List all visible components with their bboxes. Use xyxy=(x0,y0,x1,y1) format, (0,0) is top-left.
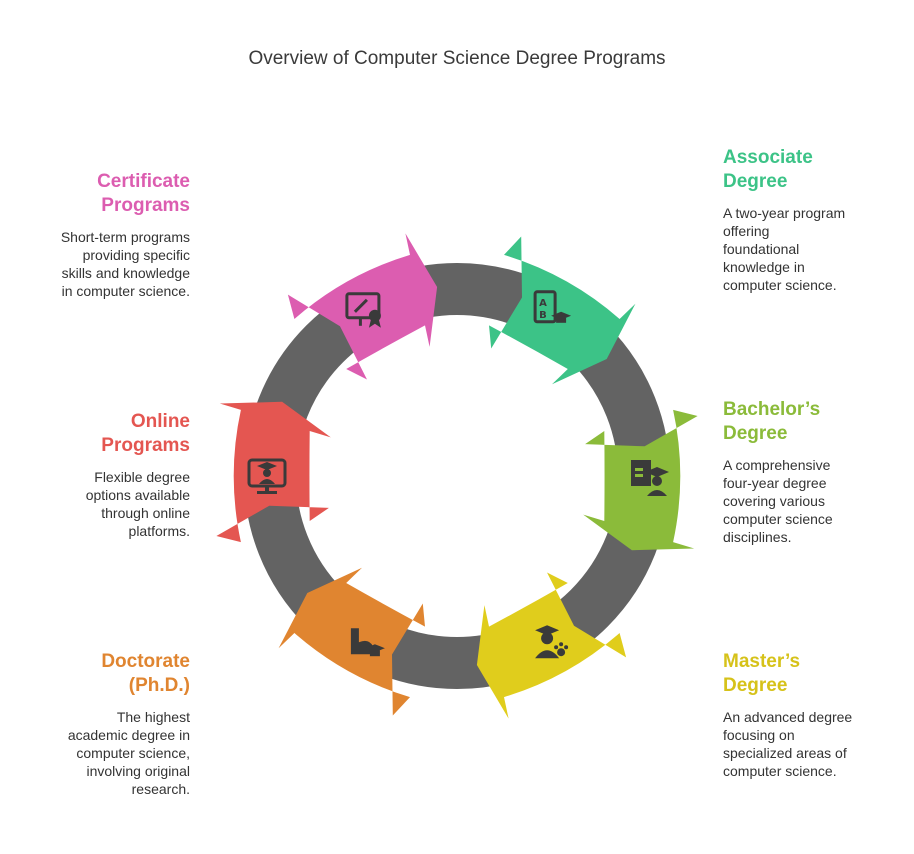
card-associate-title: Associate Degree xyxy=(723,146,873,194)
online-learning-icon xyxy=(247,458,287,494)
desc-line: knowledge in xyxy=(723,259,805,275)
card-associate-title-line2: Degree xyxy=(723,171,788,192)
card-certificate-description: Short-term programs providing specific s… xyxy=(40,228,190,300)
card-certificate-title: Certificate Programs xyxy=(40,170,190,218)
card-associate: Associate Degree A two-year program offe… xyxy=(723,146,873,294)
card-online: Online Programs Flexible degree options … xyxy=(40,410,190,540)
card-certificate-title-line1: Certificate xyxy=(97,171,190,192)
card-doctorate-title-line1: Doctorate xyxy=(101,651,190,672)
desc-line: disciplines. xyxy=(723,529,792,545)
card-certificate: Certificate Programs Short-term programs… xyxy=(40,170,190,300)
strong-arm-graduation-icon xyxy=(350,628,385,657)
page-title: Overview of Computer Science Degree Prog… xyxy=(248,48,666,69)
card-bachelor: Bachelor’s Degree A comprehensive four-y… xyxy=(723,398,873,546)
desc-line: covering various xyxy=(723,493,825,509)
card-master-title-line1: Master’s xyxy=(723,651,801,672)
card-master-description: An advanced degree focusing on specializ… xyxy=(723,708,873,780)
desc-line: A two-year program xyxy=(723,205,846,221)
card-bachelor-title-line2: Degree xyxy=(723,423,788,444)
desc-line: skills and knowledge xyxy=(61,265,190,281)
card-doctorate-title: Doctorate (Ph.D.) xyxy=(40,650,190,698)
desc-line: computer science xyxy=(723,511,833,527)
card-associate-title-line1: Associate xyxy=(723,147,813,168)
desc-line: platforms. xyxy=(128,523,190,539)
desc-line: computer science. xyxy=(723,763,837,779)
desc-line: four-year degree xyxy=(723,475,827,491)
ab-certificate-graduation-icon: A B xyxy=(533,290,572,324)
segment-online xyxy=(216,401,331,543)
card-certificate-title-line2: Programs xyxy=(101,195,190,216)
desc-line: foundational xyxy=(723,241,800,257)
card-bachelor-description: A comprehensive four-year degree coverin… xyxy=(723,456,873,546)
desc-line: in computer science. xyxy=(61,283,190,299)
desc-line: computer science. xyxy=(723,277,837,293)
desc-line: specialized areas of xyxy=(723,745,847,761)
training-presentation-icon xyxy=(345,292,381,328)
desc-line: An advanced degree xyxy=(723,709,853,725)
document-graduate-icon xyxy=(631,460,669,496)
desc-line: involving original xyxy=(86,763,190,779)
desc-line: providing specific xyxy=(82,247,190,263)
desc-line: options available xyxy=(85,487,190,503)
segment-certificate xyxy=(287,233,438,380)
desc-line: Flexible degree xyxy=(94,469,190,485)
card-associate-description: A two-year program offering foundational… xyxy=(723,204,873,294)
card-bachelor-title-line1: Bachelor’s xyxy=(723,399,821,420)
segment-associate xyxy=(489,236,636,385)
graduate-student-icon xyxy=(535,625,569,659)
desc-line: focusing on xyxy=(723,727,795,743)
desc-line: Short-term programs xyxy=(60,229,190,245)
desc-line: offering xyxy=(723,223,770,239)
card-bachelor-title: Bachelor’s Degree xyxy=(723,398,873,446)
desc-line: research. xyxy=(131,781,190,797)
desc-line: The highest xyxy=(116,709,190,725)
card-master-title: Master’s Degree xyxy=(723,650,873,698)
card-online-description: Flexible degree options available throug… xyxy=(40,468,190,540)
svg-text:A: A xyxy=(539,298,547,309)
svg-text:B: B xyxy=(539,310,547,321)
desc-line: through online xyxy=(101,505,190,521)
desc-line: computer science, xyxy=(76,745,190,761)
card-doctorate: Doctorate (Ph.D.) The highest academic d… xyxy=(40,650,190,798)
card-master: Master’s Degree An advanced degree focus… xyxy=(723,650,873,780)
card-online-title-line1: Online xyxy=(130,411,190,432)
card-online-title-line2: Programs xyxy=(101,435,190,456)
card-doctorate-description: The highest academic degree in computer … xyxy=(40,708,190,798)
card-online-title: Online Programs xyxy=(40,410,190,458)
card-doctorate-title-line2: (Ph.D.) xyxy=(128,675,190,696)
segment-master xyxy=(476,572,627,719)
desc-line: A comprehensive xyxy=(723,457,831,473)
card-master-title-line2: Degree xyxy=(723,675,788,696)
desc-line: academic degree in xyxy=(67,727,190,743)
